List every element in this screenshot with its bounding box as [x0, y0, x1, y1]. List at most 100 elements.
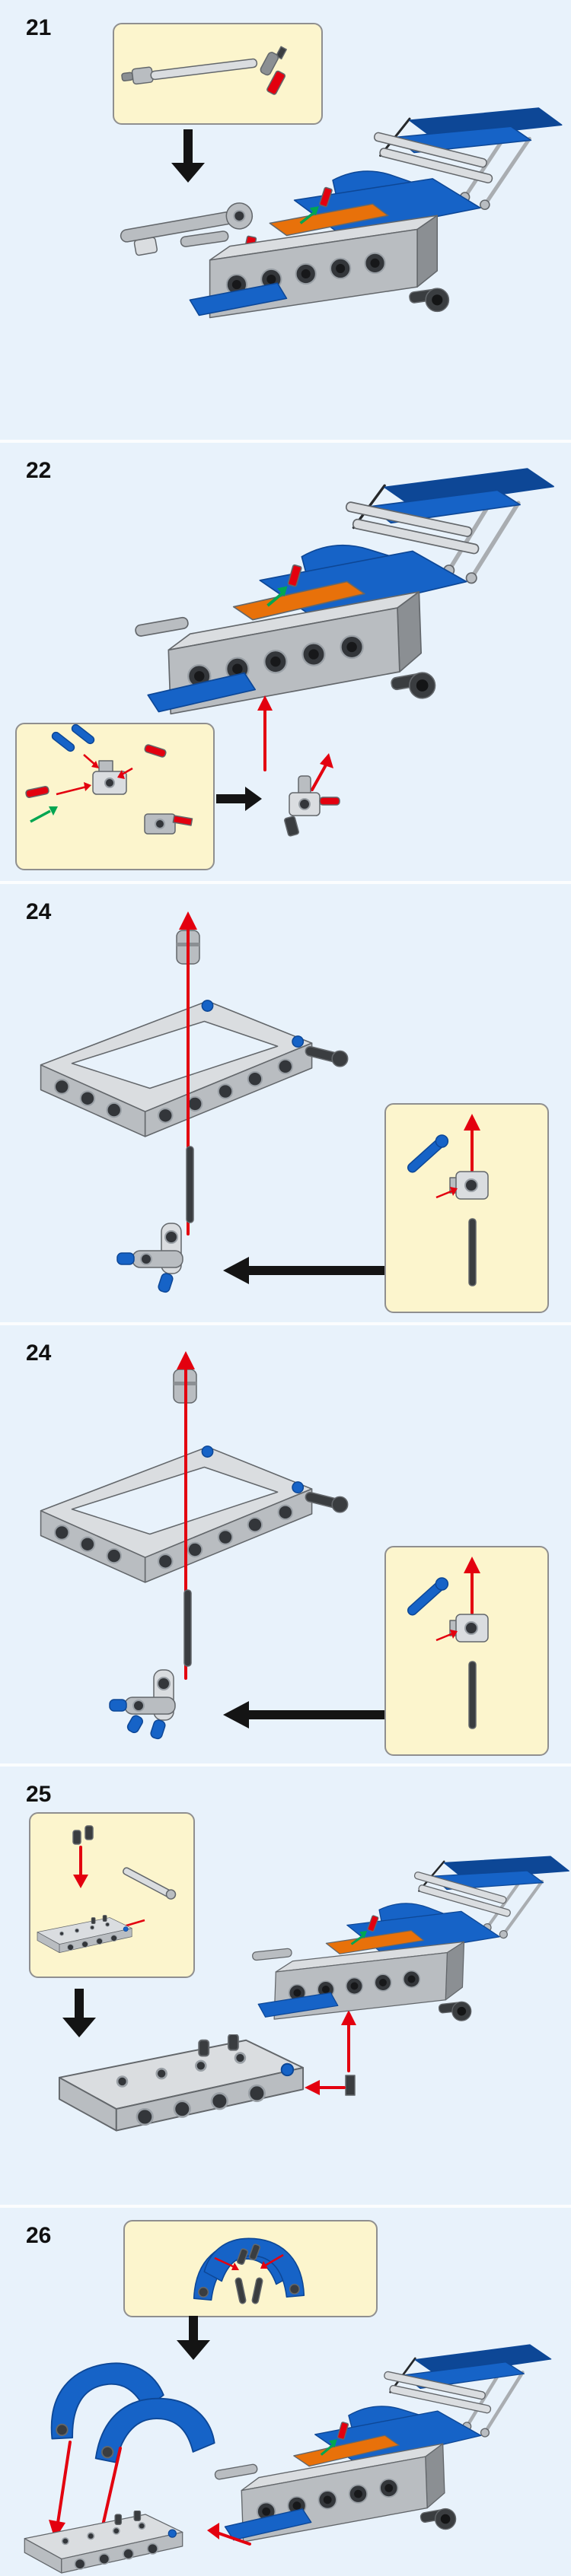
- chassis-model: [250, 1846, 569, 2030]
- step-panel-24a: 24: [0, 884, 571, 1322]
- callout-parts-illustration: [407, 1557, 489, 1729]
- main-model-illustration: [251, 1850, 567, 2059]
- callout-parts-illustration: [125, 2221, 373, 2304]
- callout-box: [384, 1546, 549, 1756]
- callout-box: [29, 1812, 195, 1978]
- red-thin-arrow: [260, 2253, 284, 2269]
- step-panel-24b: 24: [0, 1325, 571, 1763]
- step-number: 24: [26, 899, 52, 924]
- axle-part: [183, 1589, 192, 1667]
- step-number: 21: [26, 15, 52, 40]
- small-connector-part: [449, 1171, 489, 1200]
- axle-part: [234, 2277, 247, 2304]
- step-number: 24: [26, 1340, 52, 1366]
- red-insert-arrow: [207, 2523, 251, 2546]
- axle-part: [251, 2277, 263, 2304]
- small-connector-part: [449, 1614, 489, 1643]
- thin-link-part: [122, 1867, 177, 1900]
- axle-part: [186, 1146, 194, 1223]
- red-insert-arrow: [311, 753, 333, 791]
- plate-sub-assembly: [37, 1916, 132, 1953]
- red-thin-arrow: [117, 767, 133, 779]
- axle-part: [468, 1218, 477, 1286]
- technic-hole: [233, 209, 246, 222]
- blue-long-pin: [407, 1134, 449, 1173]
- red-insert-arrow: [73, 1846, 88, 1888]
- red-pin: [319, 797, 340, 806]
- red-thin-arrow: [56, 782, 91, 796]
- red-insert-arrow: [464, 1114, 480, 1172]
- callout-box: [113, 23, 323, 125]
- red-insert-arrow: [257, 695, 273, 771]
- panel-divider: [0, 1763, 571, 1767]
- end-connector-part: [260, 46, 287, 95]
- sub-assembly-arm: [120, 202, 257, 259]
- panel-divider: [0, 1322, 571, 1325]
- insert-sub-assembly: [284, 753, 340, 837]
- red-insert-arrow: [341, 2010, 356, 2072]
- technic-hole: [164, 1230, 178, 1244]
- blue-long-pin: [407, 1577, 449, 1616]
- callout-box: [15, 723, 215, 870]
- chassis-model: [180, 108, 562, 317]
- technic-hole: [155, 819, 165, 829]
- technic-hole: [298, 798, 311, 810]
- t-joint-assembly: [116, 1223, 183, 1293]
- red-pin: [172, 815, 193, 826]
- crane-arm-part: [120, 202, 254, 256]
- blue-pin: [150, 1719, 166, 1740]
- blue-pin: [158, 1273, 174, 1293]
- blue-pin: [51, 731, 75, 752]
- step-panel-22: 22: [0, 443, 571, 881]
- black-left-arrow: [223, 1257, 392, 1284]
- panel-divider: [0, 881, 571, 884]
- step-panel-25: 25: [0, 1767, 571, 2205]
- red-thin-arrow: [435, 1187, 458, 1199]
- dark-pin: [72, 1830, 81, 1845]
- main-model-illustration: [133, 473, 560, 755]
- step-panel-21: 21: [0, 0, 571, 440]
- callout-parts-illustration: [121, 46, 287, 95]
- plate-part: [24, 2511, 182, 2573]
- dark-pin: [275, 46, 287, 60]
- red-pin: [25, 785, 49, 799]
- dark-pin: [236, 2248, 249, 2266]
- dark-pin: [85, 1825, 94, 1840]
- callout-box: [384, 1103, 549, 1313]
- callout-parts-illustration: [30, 1825, 177, 1973]
- technic-hole: [464, 1178, 478, 1192]
- red-pin: [144, 744, 167, 758]
- chassis-model: [129, 468, 560, 715]
- panel-divider: [0, 2205, 571, 2208]
- red-insert-arrow: [49, 2441, 72, 2539]
- blue-pin: [109, 1699, 127, 1712]
- red-thin-arrow: [214, 2256, 239, 2270]
- black-down-arrow: [171, 129, 205, 183]
- second-connector-part: [144, 813, 193, 835]
- main-model-illustration: [179, 107, 563, 360]
- technic-hole: [464, 1621, 478, 1635]
- black-left-arrow: [223, 1701, 392, 1728]
- red-insert-arrow: [305, 2075, 356, 2096]
- chassis-model: [210, 2344, 557, 2543]
- main-model-illustration: [213, 2349, 556, 2574]
- axle-part: [468, 1661, 477, 1729]
- link-rod-part: [121, 58, 258, 85]
- green-arrow-icon: [30, 806, 58, 823]
- connector-horizontal: [124, 1697, 176, 1715]
- blue-pin: [126, 1715, 143, 1734]
- base-plate-assembly: [20, 2511, 187, 2576]
- t-joint-assembly: [109, 1669, 176, 1740]
- step-number: 26: [26, 2223, 52, 2248]
- technic-hole: [132, 1700, 145, 1712]
- step-number: 25: [26, 1782, 52, 1807]
- blue-pin: [71, 724, 95, 745]
- technic-hole: [104, 778, 115, 788]
- black-down-arrow: [177, 2316, 210, 2360]
- technic-hole: [140, 1253, 152, 1265]
- red-insert-arrow: [464, 1557, 480, 1614]
- technic-hole: [157, 1677, 171, 1690]
- blue-pin: [116, 1252, 135, 1265]
- panel-divider: [0, 440, 571, 443]
